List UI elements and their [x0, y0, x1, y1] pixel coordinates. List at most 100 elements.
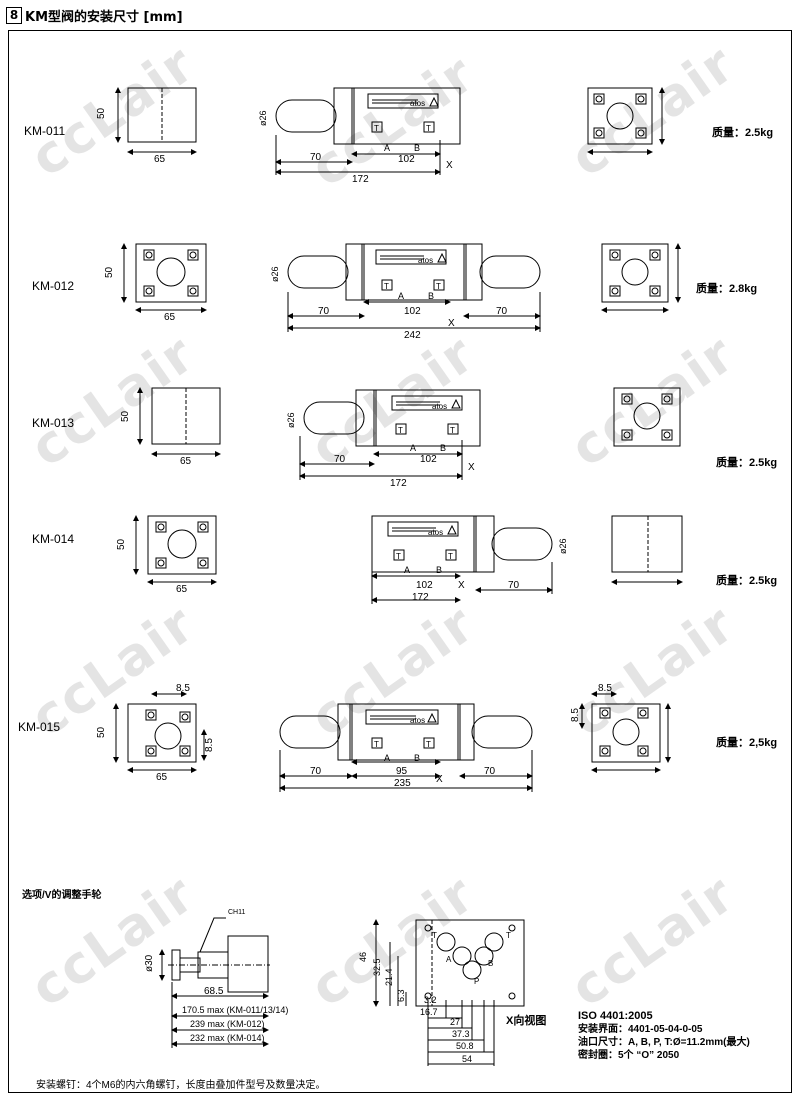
port-t: T [432, 931, 437, 940]
dim-8-5: 8.5 [598, 683, 612, 694]
model-label-km013: KM-013 [32, 416, 75, 430]
mass-km014: 质量：2.5kg [716, 575, 778, 587]
port-t: T [396, 552, 401, 561]
km014-side-view: 50 65 [116, 515, 217, 595]
iso-info: ISO 4401:2005 安装界面：4401-05-04-0-05 油口尺寸：… [578, 1010, 750, 1062]
dim-6-3: 6.3 [396, 989, 406, 1002]
x-view-title: X向视图 [506, 1015, 547, 1027]
model-label-km011: KM-011 [24, 124, 66, 138]
port-b: B [428, 291, 434, 301]
dim-max1: 170.5 max (KM-011/13/14) [182, 1005, 288, 1015]
dim-65: 65 [164, 312, 176, 323]
dim-32-5: 32.5 [372, 958, 382, 976]
dim-d30: ø30 [144, 954, 155, 972]
port-a: A [446, 955, 452, 964]
iso-line-3: 油口尺寸：A, B, P, T:Ø=11.2mm(最大) [578, 1037, 750, 1048]
dim-8-5: 8.5 [570, 708, 581, 722]
km011-side-view: 50 65 [96, 87, 197, 165]
brand-logo: atos [418, 256, 433, 265]
iso-line-1: ISO 4401:2005 [578, 1010, 653, 1022]
mass-km015: 质量：2,5kg [716, 737, 778, 749]
handwheel-title: 选项/V的调整手轮 [22, 890, 102, 901]
x-mark: X [458, 580, 465, 591]
footer-note: 安装螺钉：4个M6的内六角螺钉，长度由叠加件型号及数量决定。 [36, 1080, 326, 1091]
dim-ch11: CH11 [228, 909, 245, 916]
model-label-km012: KM-012 [32, 279, 75, 293]
dim-70: 70 [310, 152, 322, 163]
x-view-drawing: T T A B P 46 32.5 21.4 6.3 3.2 16.7 27 3… [358, 919, 525, 1066]
dim-102: 102 [420, 454, 437, 465]
port-t: T [450, 426, 455, 435]
port-t: T [374, 124, 379, 133]
port-t: T [398, 426, 403, 435]
port-b: B [488, 959, 493, 968]
dim-102: 102 [404, 306, 421, 317]
port-b: B [414, 143, 420, 153]
section-number: 8 [6, 6, 22, 24]
dim-46: 46 [358, 952, 368, 962]
port-a: A [410, 443, 416, 453]
brand-logo: atos [428, 528, 443, 537]
km013-front-view: atos T T A B 102 70 172 X ø26 [286, 389, 481, 489]
port-t: T [426, 124, 431, 133]
port-t: T [436, 282, 441, 291]
x-mark: X [436, 774, 443, 785]
iso-line-2: 安装界面：4401-05-04-0-05 [578, 1024, 703, 1035]
dim-max3: 232 max (KM-014) [190, 1033, 265, 1043]
dim-16-7: 16.7 [420, 1007, 438, 1017]
dim-3-2: 3.2 [424, 995, 437, 1005]
dim-70: 70 [508, 580, 520, 591]
km015-front-view: atos T T A B 70 95 70 235 X [279, 703, 533, 792]
dim-d26: ø26 [258, 110, 268, 126]
port-t: T [374, 740, 379, 749]
dim-8-5: 8.5 [176, 683, 190, 694]
dim-65: 65 [154, 154, 166, 165]
dim-50-8: 50.8 [456, 1041, 474, 1051]
dim-50: 50 [96, 107, 107, 119]
x-mark: X [468, 462, 475, 473]
km011-front-view: atos T T 70 102 172 A B X ø26 [258, 87, 461, 185]
dim-172: 172 [412, 592, 429, 603]
dim-70: 70 [318, 306, 330, 317]
km015-side-view: 50 65 8.5 8.5 [96, 683, 215, 783]
dim-54: 54 [462, 1054, 472, 1064]
mass-km011: 质量：2.5kg [712, 127, 774, 139]
km012-front-view: atos T T A B 102 70 70 242 X ø26 [270, 243, 541, 341]
mass-km013: 质量：2.5kg [716, 457, 778, 469]
dim-27: 27 [450, 1017, 460, 1027]
km014-front-view: atos T T A B 102 70 172 X ø26 [371, 515, 568, 604]
port-t: T [506, 931, 511, 940]
km013-side-view: 50 65 [120, 387, 221, 467]
dim-70: 70 [334, 454, 346, 465]
model-label-km015: KM-015 [18, 720, 61, 734]
model-label-km014: KM-014 [32, 532, 75, 546]
dim-d26: ø26 [286, 412, 296, 428]
dim-37-3: 37.3 [452, 1029, 470, 1039]
km012-side-view: 50 65 [104, 243, 207, 323]
dim-70: 70 [310, 766, 322, 777]
dim-172: 172 [390, 478, 407, 489]
dim-70: 70 [496, 306, 508, 317]
dim-102: 102 [398, 154, 415, 165]
port-t: T [384, 282, 389, 291]
dim-d26: ø26 [270, 266, 280, 282]
page-title: KM型阀的安装尺寸 [mm] [25, 9, 183, 25]
port-a: A [384, 143, 390, 153]
port-b: B [414, 753, 420, 763]
port-p: P [474, 977, 479, 986]
dim-65: 65 [180, 456, 192, 467]
drawing-frame [8, 30, 792, 1093]
dim-d26: ø26 [558, 538, 568, 554]
port-t: T [448, 552, 453, 561]
dim-50: 50 [116, 538, 127, 550]
dim-max2: 239 max (KM-012) [190, 1019, 265, 1029]
km013-end-view [613, 387, 681, 447]
dim-50: 50 [96, 726, 107, 738]
km011-end-view [587, 87, 665, 155]
port-a: A [398, 291, 404, 301]
dim-68-5: 68.5 [204, 986, 224, 997]
dim-242: 242 [404, 330, 421, 341]
handwheel-drawing: ø30 CH11 68.5 170.5 max (KM-011/13/14) 2… [144, 909, 288, 1048]
dim-95: 95 [396, 766, 408, 777]
